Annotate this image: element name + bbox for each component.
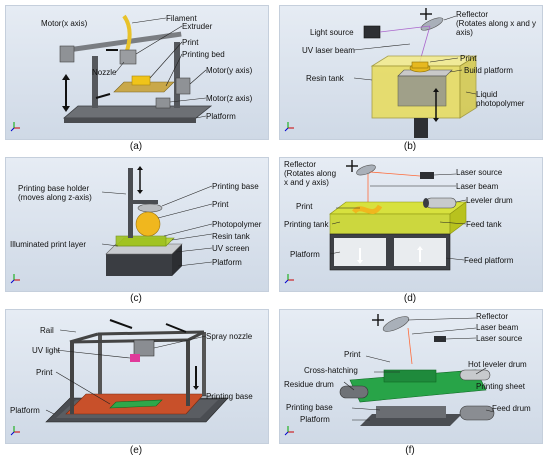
sla-printer-illustration — [284, 8, 478, 138]
panel-a-fdm-printer: Motor(x axis) Filament Extruder Print No… — [5, 5, 269, 140]
label-illuminated-print-layer: Illuminated print layer — [10, 240, 87, 249]
label-nozzle: Nozzle — [92, 68, 117, 77]
panel-c-dlp-printer: Printing base holder (moves along z-axis… — [5, 157, 269, 292]
label-reflector-f: Reflector — [476, 312, 509, 321]
caption-a: (a) — [129, 141, 143, 152]
label-laser-beam-f: Laser beam — [476, 323, 519, 332]
label-platform-d: Platform — [290, 250, 320, 259]
label-printing-tank: Printing tank — [284, 220, 329, 229]
label-motor-x-axis: Motor(x axis) — [41, 19, 88, 28]
label-build-platform: Build platform — [464, 66, 513, 75]
label-uv-laser-beam: UV laser beam — [302, 46, 355, 55]
label-laser-source-f: Laser source — [476, 334, 523, 343]
label-motor-z-axis: Motor(z axis) — [206, 94, 253, 103]
label-printing-base-holder: Printing base holder (moves along z-axis… — [18, 184, 92, 202]
label-printing-base-f: Printing base — [286, 403, 333, 412]
label-photopolymer: Photopolymer — [212, 220, 262, 229]
label-uv-light: UV light — [32, 346, 61, 355]
label-print-f: Print — [344, 350, 361, 359]
panel-b-sla-printer: Light source Reflector (Rotates along x … — [279, 5, 543, 140]
label-platform-c: Platform — [212, 258, 242, 267]
label-reflector-b: Reflector (Rotates along x and y axis) — [456, 10, 537, 37]
label-hot-leveler-drum: Hot leveler drum — [468, 360, 527, 369]
panel-d-sls-printer: Reflector (Rotates along x and y axis) L… — [279, 157, 543, 292]
label-resin-tank-c: Resin tank — [212, 232, 250, 241]
sheet-lamination-illustration — [284, 314, 495, 436]
caption-f: (f) — [405, 445, 415, 456]
label-feed-drum: Feed drum — [492, 404, 531, 413]
material-jetting-illustration — [10, 319, 229, 436]
label-filament: Filament — [166, 14, 197, 23]
label-extruder: Extruder — [182, 22, 213, 31]
label-platform: Platform — [206, 112, 236, 121]
label-spray-nozzle: Spray nozzle — [206, 332, 253, 341]
sls-printer-illustration — [284, 160, 467, 284]
label-residue-drum: Residue drum — [284, 380, 334, 389]
label-cross-hatching: Cross-hatching — [304, 366, 358, 375]
label-laser-beam-d: Laser beam — [456, 182, 499, 191]
label-print-e: Print — [36, 368, 53, 377]
label-printing-base-e: Printing base — [206, 392, 253, 401]
label-print-b: Print — [460, 54, 477, 63]
label-print-c: Print — [212, 200, 229, 209]
label-resin-tank-b: Resin tank — [306, 74, 344, 83]
label-platform-e: Platform — [10, 406, 40, 415]
label-uv-screen: UV screen — [212, 244, 250, 253]
label-printing-bed: Printing bed — [182, 50, 225, 59]
dlp-printer-illustration — [10, 166, 213, 284]
label-print: Print — [182, 38, 199, 47]
caption-d: (d) — [403, 293, 417, 304]
caption-e: (e) — [129, 445, 143, 456]
label-laser-source-d: Laser source — [456, 168, 503, 177]
label-liquid-photopolymer: Liquid photopolymer — [476, 90, 525, 108]
label-feed-platform: Feed platform — [464, 256, 514, 265]
label-leveler-drum: Leveler drum — [466, 196, 513, 205]
label-rail: Rail — [40, 326, 54, 335]
panel-f-sheet-lamination-printer: Reflector Laser beam Laser source Print … — [279, 309, 543, 444]
label-feed-tank: Feed tank — [466, 220, 502, 229]
panel-e-material-jetting-printer: Rail Spray nozzle UV light Print Printin… — [5, 309, 269, 444]
fdm-printer-illustration — [10, 14, 213, 132]
label-printing-base-c: Printing base — [212, 182, 259, 191]
label-reflector-d: Reflector (Rotates along x and y axis) — [284, 160, 337, 187]
label-light-source: Light source — [310, 28, 354, 37]
label-printing-sheet: Printing sheet — [476, 382, 525, 391]
label-platform-f: Platform — [300, 415, 330, 424]
label-print-d: Print — [296, 202, 313, 211]
caption-c: (c) — [130, 293, 142, 304]
label-motor-y-axis: Motor(y axis) — [206, 66, 253, 75]
caption-b: (b) — [403, 141, 417, 152]
